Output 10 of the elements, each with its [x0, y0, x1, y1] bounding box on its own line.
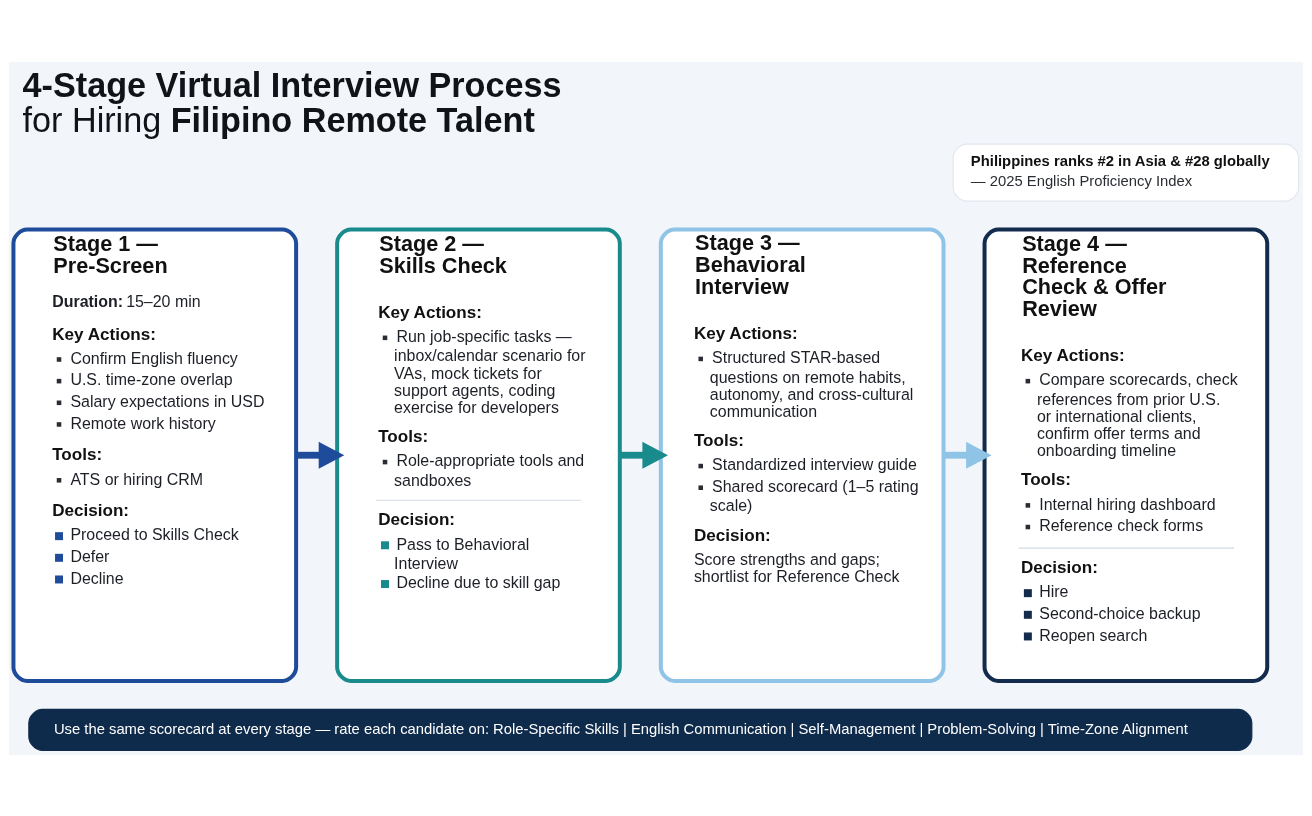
node-box: Use the same scorecard at every stage — rate each candidate on: Role-Specific Skills | English Communication | Self-Management | Problem-Solving | Time-Zone Alignment: [28, 708, 1253, 751]
node-box: Stage 3 — Behavioral Interview Key Actions: Structured STAR-based questions on remote habits, autonomy, and cross-cultural communication Tools: Standardized interview guide Shared scorecard (1–5 rating scale) Decision: Score strengths and gaps; shortlist for Reference Check: [658, 227, 946, 683]
arrow: [620, 441, 668, 469]
node-box: Stage 2 — Skills Check Key Actions: Run job-specific tasks — inbox/calendar scenario for VAs, mock tickets for support agents, coding exercise for developers Tools: Role-appropriate tools and sandboxes Decision: Pass to Behavioral Interview Decline due to skill gap: [335, 227, 622, 683]
arrow: [943, 441, 992, 469]
diagram-title: 4-Stage Virtual Interview Process for Hiring Filipino Remote Talent: [22, 65, 562, 139]
arrow: [296, 441, 345, 469]
node-box: Stage 1 — Pre-Screen Duration: 15–20 min Key Actions: Confirm English fluency U.S. time-zone overlap Salary expectations in USD Remote work history Tools: ATS or hiring CRM Decision: Proceed to Skills Check Defer Decline: [11, 227, 299, 683]
node-box: Philippines ranks #2 in Asia & #28 globally — 2025 English Proficiency Index: [952, 143, 1300, 202]
node-box: Stage 4 — Reference Check & Offer Review Key Actions: Compare scorecards, check references from prior U.S. or international clients, confirm offer terms and onboarding timeline Tools: Internal hiring dashboard Reference check forms Decision: Hire Second-choice backup Reopen search: [982, 227, 1270, 683]
